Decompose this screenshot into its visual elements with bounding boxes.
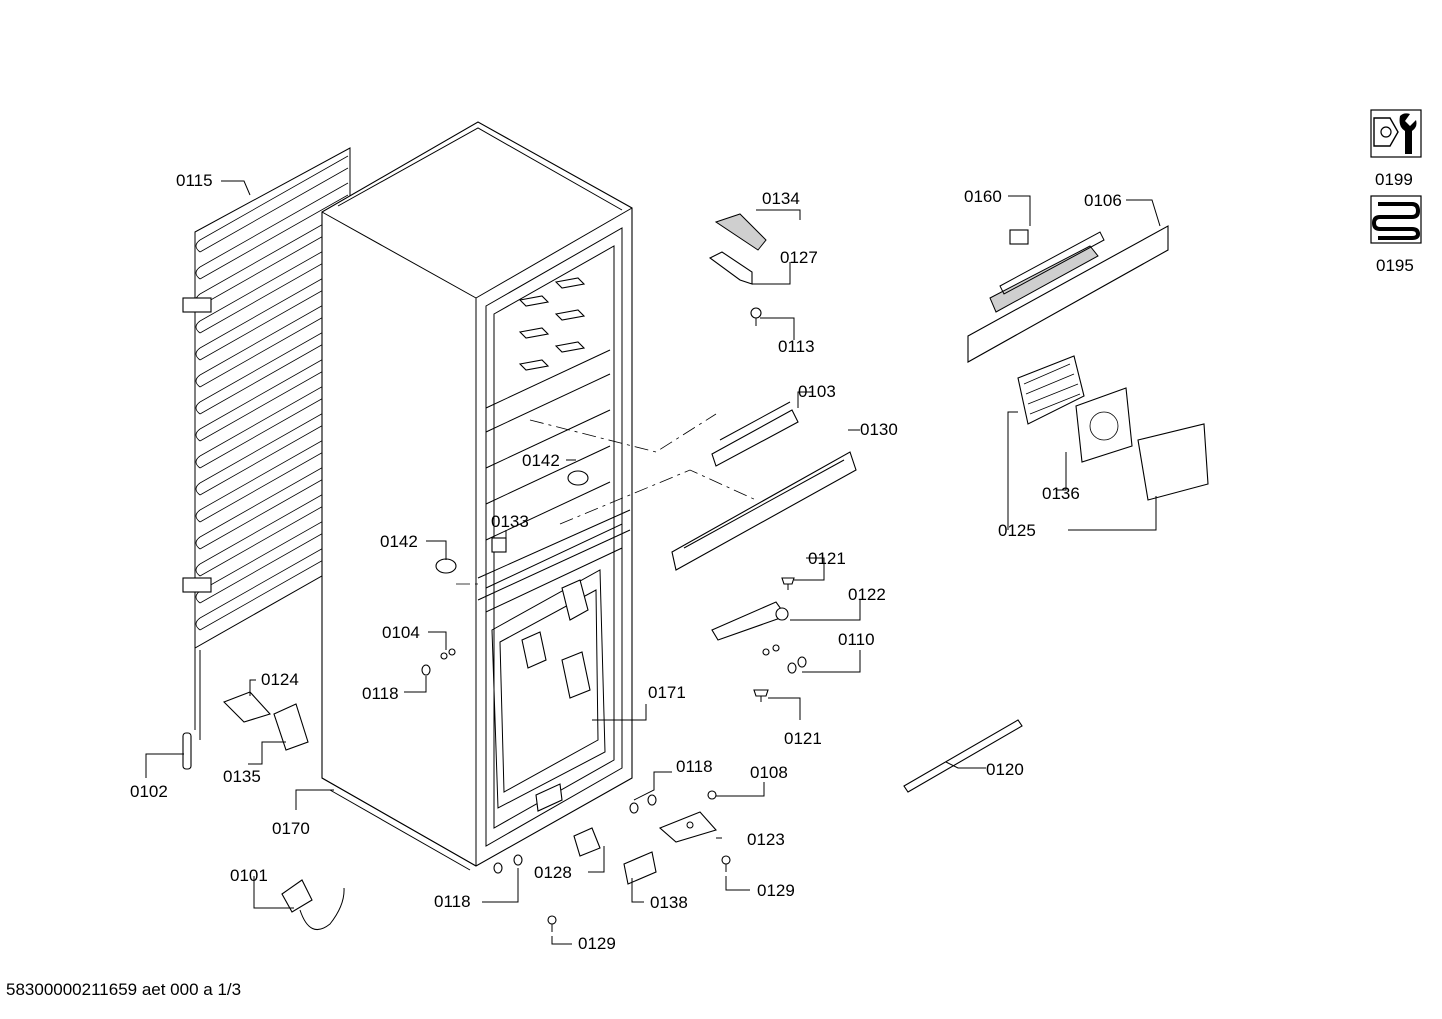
- icon-caption-0195: 0195: [1376, 256, 1414, 275]
- screw-0113-part[interactable]: [750, 307, 762, 326]
- label-0118-left: 0118: [362, 684, 399, 703]
- bottom-trim-part[interactable]: [903, 719, 1023, 793]
- washers-0118-part[interactable]: [493, 794, 657, 874]
- label-0128: 0128: [534, 863, 572, 882]
- cover-0138-part[interactable]: [623, 851, 657, 885]
- label-0120: 0120: [986, 760, 1024, 779]
- leader-lines: [145, 180, 1161, 945]
- label-0123: 0123: [747, 830, 785, 849]
- label-0130: 0130: [860, 420, 898, 439]
- screw-0121-lower-part[interactable]: [753, 689, 769, 702]
- label-0160: 0160: [964, 187, 1002, 206]
- document-id-footer: 58300000211659 aet 000 a 1/3: [6, 980, 242, 999]
- screw-0129-right-part[interactable]: [721, 855, 731, 872]
- middle-hinge-part[interactable]: [711, 601, 789, 641]
- lamp-cover-upper-part[interactable]: [567, 470, 589, 486]
- lamp-cover-lower-part[interactable]: [435, 558, 457, 574]
- label-0101: 0101: [230, 866, 268, 885]
- label-0135: 0135: [223, 767, 261, 786]
- fan-motor-part[interactable]: [1075, 387, 1133, 463]
- label-0170: 0170: [272, 819, 310, 838]
- label-0102: 0102: [130, 782, 168, 801]
- icon-caption-0199: 0199: [1375, 170, 1413, 189]
- label-0121-upper: 0121: [808, 549, 846, 568]
- label-0133: 0133: [491, 512, 529, 531]
- label-0134: 0134: [762, 189, 800, 208]
- fan-housing-part[interactable]: [1017, 355, 1085, 425]
- holder-0135-part[interactable]: [273, 703, 309, 751]
- label-0118-right: 0118: [676, 757, 713, 776]
- label-0106: 0106: [1084, 191, 1122, 210]
- label-0110: 0110: [838, 630, 875, 649]
- label-0129-right: 0129: [757, 881, 795, 900]
- label-0142-upper: 0142: [522, 451, 560, 470]
- label-0136: 0136: [1042, 484, 1080, 503]
- power-cord-part[interactable]: [281, 879, 345, 931]
- label-0115: 0115: [176, 171, 213, 190]
- door-rail-part[interactable]: [671, 451, 857, 571]
- cabinet-body-part[interactable]: [321, 121, 633, 871]
- label-0113: 0113: [778, 337, 815, 356]
- drier-0102-part[interactable]: [182, 732, 192, 770]
- label-0142-lower: 0142: [380, 532, 418, 551]
- screw-0121-upper-part[interactable]: [781, 577, 795, 590]
- label-0171: 0171: [648, 683, 686, 702]
- label-0104: 0104: [382, 623, 420, 642]
- label-0125: 0125: [998, 521, 1036, 540]
- screw-0129-bottom-part[interactable]: [547, 915, 557, 932]
- fan-cover-part[interactable]: [1137, 423, 1209, 501]
- label-0127: 0127: [780, 248, 818, 267]
- label-0103: 0103: [798, 382, 836, 401]
- washer-0118-left-part[interactable]: [421, 664, 431, 676]
- control-panel-part[interactable]: [967, 225, 1169, 363]
- label-0118-bottom: 0118: [434, 892, 471, 911]
- hinge-cover-part[interactable]: [714, 213, 767, 251]
- cover-plate-0124-part[interactable]: [223, 691, 271, 723]
- bottom-hinge-0123-part[interactable]: [658, 811, 717, 843]
- label-0138: 0138: [650, 893, 688, 912]
- label-0121-lower: 0121: [784, 729, 822, 748]
- label-0124: 0124: [261, 670, 299, 689]
- connector-0160-part[interactable]: [1009, 229, 1029, 245]
- condenser-coil-icon: [1370, 195, 1422, 244]
- label-0108: 0108: [750, 763, 788, 782]
- label-0133-part[interactable]: [491, 537, 507, 553]
- light-holder-part[interactable]: [711, 401, 799, 467]
- label-0129-bottom: 0129: [578, 934, 616, 953]
- label-0122: 0122: [848, 585, 886, 604]
- top-hinge-part[interactable]: [708, 251, 753, 285]
- washer-set-0110-part[interactable]: [762, 644, 807, 674]
- screw-0108-part[interactable]: [707, 790, 717, 800]
- screws-0104-part[interactable]: [440, 648, 456, 660]
- service-tools-icon: [1370, 109, 1422, 158]
- bracket-0128-part[interactable]: [573, 827, 601, 857]
